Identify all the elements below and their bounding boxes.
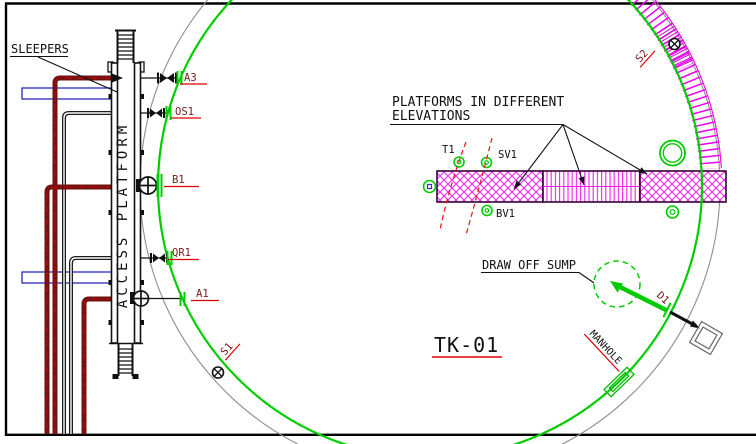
nozzle-bv1-circle [481,204,493,217]
pipe-arrow [112,73,123,83]
platforms-note-line2: ELEVATIONS [392,109,470,124]
edge-nozzle-marker [426,183,433,190]
pipe-a1 [81,296,112,434]
elevated-platform-strip [436,170,727,203]
s1-nozzle-symbol [211,366,225,379]
sump-leader [578,272,595,284]
tank-outer-ring [139,0,721,444]
svg-text:MANHOLE: MANHOLE [587,329,624,367]
tag-os1: OS1 [175,106,194,118]
valve-os1 [150,108,162,118]
svg-text:S2: S2 [633,48,650,65]
tag-a1: A1 [196,288,209,300]
s2-nozzle-symbol [668,37,681,51]
access-platform-label: ACCESS PLATFORM [115,122,131,308]
pipe-routing-centerlines [439,137,493,236]
tag-s2: S2 [633,48,656,68]
manhole-symbol [603,366,635,398]
sleeper-top [21,87,114,100]
valve-qr1 [153,253,165,263]
tag-b1: B1 [172,174,185,186]
valve-a3 [160,73,174,83]
large-roof-nozzle [659,139,686,167]
d1-pipe-inside [618,284,668,313]
access-platform-structure [107,29,145,379]
sleepers-label: SLEEPERS [11,42,69,56]
roof-nozzles [422,139,686,219]
sleepers-leader [37,56,118,93]
d1-outlet-pit [688,320,724,356]
manhole-label: MANHOLE [583,329,624,372]
platforms-note-line1: PLATFORMS IN DIFFERENT [392,95,564,110]
tag-bv1: BV1 [496,208,515,220]
tag-s1: S1 [218,341,241,361]
sump-flow-arrow [610,281,623,293]
tag-a3: A3 [184,72,197,84]
draw-off-sump-group [593,260,724,356]
piping-runs [44,75,112,434]
platform-segment-1 [436,170,544,203]
platforms-note-leaders [390,123,648,190]
top-ladder [117,34,134,60]
platform-segment-3 [639,170,727,203]
nozzle-t1-circle [453,156,465,168]
bottom-ladder [118,348,133,374]
pipe-qr1 [69,256,112,434]
tag-qr1: QR1 [172,247,191,259]
small-roof-nozzle [665,205,680,219]
rail-cleats [108,94,144,325]
platform-edge-nozzle [422,179,437,194]
svg-text:S1: S1 [218,341,235,358]
tank-tag-label: TK-01 [434,333,499,357]
tag-sv1: SV1 [498,149,517,161]
sump-circle [593,260,641,308]
draw-off-sump-label: DRAW OFF SUMP [482,258,576,272]
shell-nozzle-flanges [156,71,186,306]
tag-t1: T1 [442,144,455,156]
sleeper-bottom [21,271,114,284]
